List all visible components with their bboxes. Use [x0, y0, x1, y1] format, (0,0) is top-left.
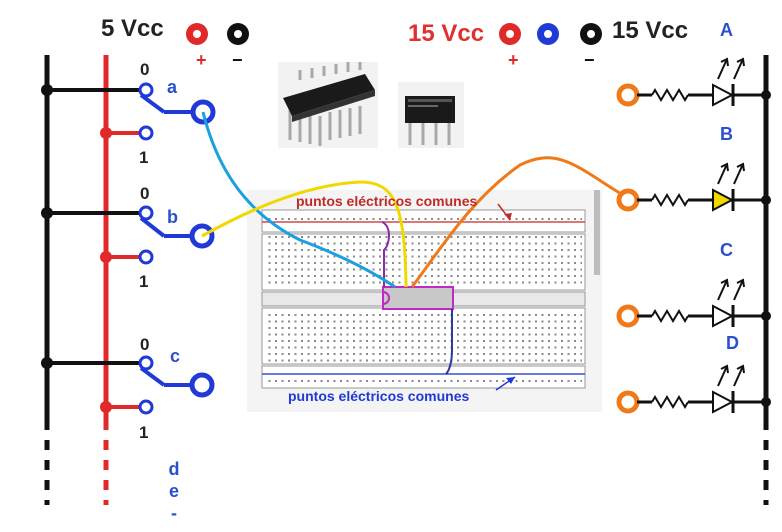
continuation-label: d e -	[168, 459, 180, 523]
supply-15v-label: 15 Vcc	[612, 17, 689, 44]
light-arrow-c-0	[717, 279, 728, 301]
light-arrow-b-1	[733, 163, 744, 185]
switch-c-name: c	[170, 346, 181, 366]
switch-a	[41, 82, 216, 141]
led-diode-b	[712, 188, 735, 212]
resistor-b	[651, 193, 689, 207]
switch-c	[41, 355, 215, 415]
dip8-ic-image	[398, 82, 464, 148]
supply-5v-label: 5 Vcc	[101, 15, 164, 42]
breadboard-ic	[382, 286, 454, 310]
wire-yellow-switch-b	[201, 180, 408, 288]
led-row-d	[616, 364, 771, 414]
switch-b-off-label: 0	[140, 184, 150, 203]
terminal-15v-mid	[537, 23, 559, 45]
supply-15v-label-red: 15 Vcc	[408, 20, 485, 47]
led-a-label: A	[720, 20, 733, 40]
wire-blue-switch-a	[201, 111, 396, 289]
wire-orange-output	[410, 156, 629, 288]
breadboard-bottom-note: puntos eléctricos comunes	[288, 388, 470, 404]
terminal-5v-negative	[227, 23, 249, 45]
light-arrow-c-1	[733, 279, 744, 301]
minus-sign-5v: −	[232, 50, 243, 70]
plus-sign-15v: +	[508, 50, 519, 70]
light-arrow-a-0	[717, 58, 728, 80]
output-terminal-a	[616, 83, 640, 107]
light-arrow-d-1	[733, 365, 744, 387]
resistor-d	[651, 395, 689, 409]
breadboard-top-note: puntos eléctricos comunes	[296, 193, 478, 209]
led-row-b	[616, 162, 771, 212]
led-row-a	[616, 57, 771, 107]
led-c-label: C	[720, 240, 733, 260]
plus-sign-5v: +	[196, 50, 207, 70]
switch-a-on-label: 1	[139, 148, 149, 167]
led-diode-d	[712, 390, 735, 414]
resistor-a	[651, 88, 689, 102]
switch-b	[41, 205, 215, 265]
terminal-15v-positive	[499, 23, 521, 45]
led-b-label: B	[720, 124, 733, 144]
led-diode-c	[712, 304, 735, 328]
switch-c-off-label: 0	[140, 335, 150, 354]
light-arrow-a-1	[733, 58, 744, 80]
light-arrow-b-0	[717, 163, 728, 185]
light-arrow-d-0	[717, 365, 728, 387]
jumper-purple-left	[381, 221, 390, 287]
output-terminal-c	[616, 304, 640, 328]
minus-sign-15v: −	[584, 50, 595, 70]
switch-a-name: a	[167, 77, 178, 97]
output-terminal-b	[616, 188, 640, 212]
terminal-15v-negative	[580, 23, 602, 45]
switch-c-on-label: 1	[139, 423, 149, 442]
led-d-label: D	[726, 333, 739, 353]
led-row-c	[616, 278, 771, 328]
switch-b-name: b	[167, 207, 178, 227]
dip16-ic-image	[278, 62, 378, 148]
jumper-purple-right	[445, 309, 453, 375]
switch-a-off-label: 0	[140, 60, 150, 79]
terminal-5v-positive	[186, 23, 208, 45]
resistor-c	[651, 309, 689, 323]
switch-b-on-label: 1	[139, 272, 149, 291]
output-terminal-d	[616, 390, 640, 414]
led-diode-a	[712, 83, 735, 107]
